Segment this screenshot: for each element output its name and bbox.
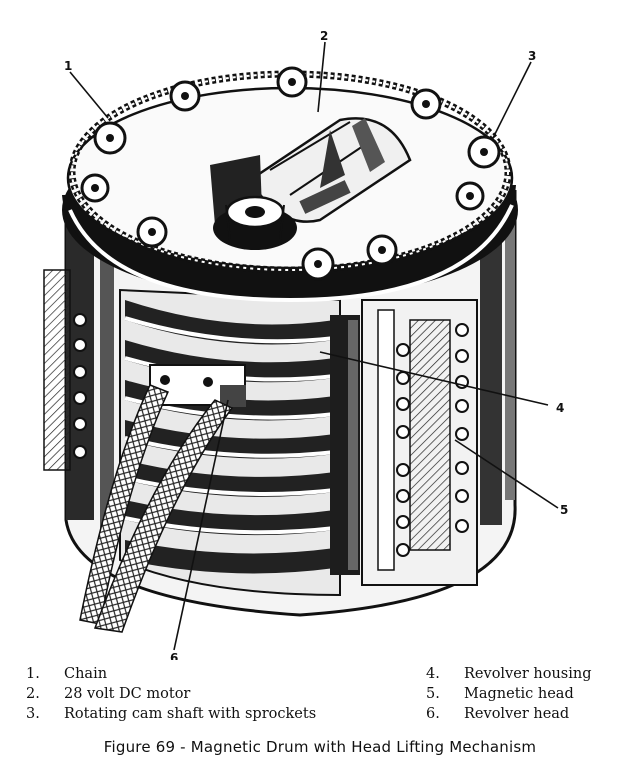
drive-chain	[68, 66, 512, 281]
callout-5: 5	[560, 503, 568, 517]
callout-1: 1	[64, 59, 72, 73]
magnetic-drum-illustration: 1 2 3 4 5 6	[43, 29, 568, 660]
legend-item: 1. Chain	[26, 664, 316, 684]
legend-left: 1. Chain 2. 28 volt DC motor 3. Rotating…	[26, 664, 316, 724]
legend-number: 1.	[26, 666, 40, 682]
legend-item: 3. Rotating cam shaft with sprockets	[26, 704, 316, 724]
callout-6: 6	[170, 651, 178, 660]
callout-leaders	[69, 41, 559, 651]
legend-label: Revolver housing	[464, 666, 592, 682]
cam-shaft-sprocket	[213, 195, 297, 250]
figure-caption: Figure 69 - Magnetic Drum with Head Lift…	[103, 738, 537, 756]
legend-number: 3.	[26, 706, 40, 722]
legend-number: 4.	[426, 666, 440, 682]
legend-item: 6. Revolver head	[426, 704, 591, 724]
legend-label: Chain	[64, 666, 108, 682]
legend-item: 5. Magnetic head	[426, 684, 591, 704]
legend-number: 6.	[426, 706, 440, 722]
callout-labels: 1 2 3 4 5 6	[64, 29, 568, 660]
legend-label: Revolver head	[464, 706, 570, 722]
callout-4: 4	[556, 401, 564, 415]
legend-label: Rotating cam shaft with sprockets	[64, 706, 317, 722]
legend-item: 2. 28 volt DC motor	[26, 684, 316, 704]
callout-3: 3	[528, 49, 536, 63]
callout-2: 2	[320, 29, 328, 43]
legend-label: 28 volt DC motor	[64, 686, 191, 702]
legend-label: Magnetic head	[464, 686, 574, 702]
legend-right: 4. Revolver housing 5. Magnetic head 6. …	[426, 664, 591, 724]
legend-item: 4. Revolver housing	[426, 664, 591, 684]
cable-bundles	[79, 384, 234, 633]
left-terminal-strip	[43, 269, 87, 471]
legend-number: 5.	[426, 686, 440, 702]
magnetic-head-column	[396, 319, 469, 557]
legend-number: 2.	[26, 686, 40, 702]
